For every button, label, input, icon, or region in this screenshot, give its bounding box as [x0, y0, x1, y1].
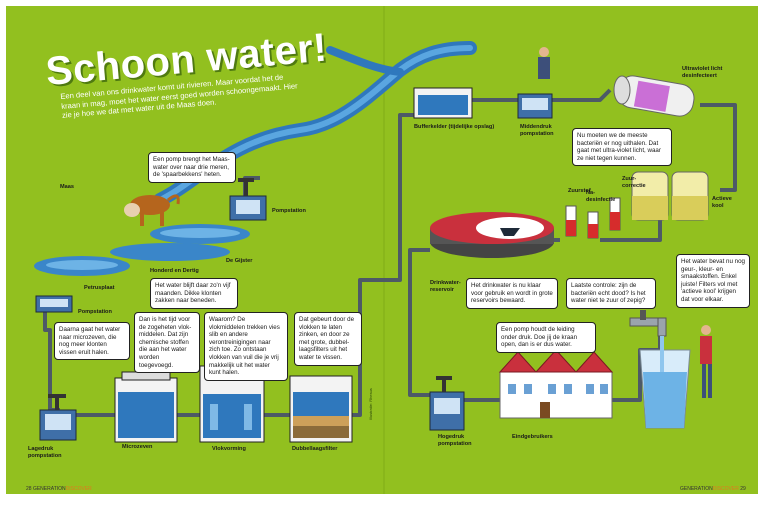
callout-microzeven: Daarna gaat het water naar microzeven, d… — [54, 322, 130, 361]
label-na-desinfectie: Na- desinfectie — [586, 190, 616, 203]
page-number-right: 29 — [740, 486, 746, 492]
callout-filters: Dat gebeurt door de vlokken te laten zin… — [294, 312, 362, 366]
spaarbekkens — [34, 224, 250, 276]
water-glass-icon — [639, 336, 691, 429]
label-bufferkelder: Bufferkelder (tijdelijke opslag) — [414, 124, 495, 130]
dubbellaagsfilter-tank — [289, 375, 353, 443]
label-pompstation-top: Pompstation — [272, 208, 306, 214]
dosing-vials — [565, 197, 621, 239]
callout-spaarbekkens: Het water blijft daar zo'n vijf maanden.… — [150, 278, 238, 309]
reservoir-icon — [430, 212, 554, 258]
label-pompstation-left: Pompstation — [78, 309, 112, 315]
footer-left: 28 GENERATIONDISCOVER — [26, 486, 92, 492]
label-zuurstof: Zuurstof — [568, 188, 591, 194]
label-maas: Maas — [60, 184, 74, 190]
label-honderd-en-dertig: Honderd en Dertig — [150, 268, 199, 274]
microzeven-tank — [114, 371, 178, 443]
callout-reservoir: Het drinkwater is nu klaar voor gebruik … — [466, 278, 558, 309]
callout-bacterien: Nu moeten we de meeste bacteriën er nog … — [572, 128, 672, 167]
label-middendruk: Middendruk pompstation — [520, 124, 554, 137]
label-hogedruk: Hogedruk pompstation — [438, 434, 472, 447]
callout-kraan: Een pomp houdt de leiding onder druk. Do… — [496, 322, 596, 353]
dog-icon — [124, 194, 180, 226]
label-petrusplaat: Petrusplaat — [84, 285, 115, 291]
person-icon — [538, 47, 712, 398]
footer-right: GENERATIONDISCOVER 29 — [680, 486, 746, 492]
label-uv: Ultraviolet licht desinfecteert — [682, 66, 723, 79]
label-zuurcorrectie: Zuur- correctie — [622, 176, 646, 189]
pump-station-top — [229, 178, 267, 221]
label-dubbellaagsfilter: Dubbellaagsfilter — [292, 446, 338, 452]
label-lagedruk: Lagedruk pompstation — [28, 446, 62, 459]
illustration-credit: Illustratie: Rhesus — [368, 388, 373, 420]
brand-discover-left: DISCOVER — [65, 486, 92, 492]
pump-station-petrusplaat — [35, 295, 73, 313]
uv-tube-icon — [613, 75, 695, 117]
callout-kool: Het water bevat nu nog geur-, kleur- en … — [676, 254, 750, 308]
pump-hogedruk — [429, 376, 465, 431]
brand-generation-right: GENERATION — [680, 486, 713, 492]
label-microzeven: Microzeven — [122, 444, 153, 450]
label-eindgebruikers: Eindgebruikers — [512, 434, 553, 440]
pump-lagedruk — [39, 394, 77, 441]
callout-pomp-maas: Een pomp brengt het Maas-water over naar… — [148, 152, 236, 183]
label-drinkwaterreservoir: Drinkwater- reservoir — [430, 280, 461, 293]
pump-middendruk — [517, 93, 553, 119]
actieve-kool-tanks — [631, 171, 709, 221]
label-vlokvorming: Vlokvorming — [212, 446, 246, 452]
callout-chemie: Dan is het tijd voor de zogeheten vlok-m… — [134, 312, 200, 374]
label-actieve-kool: Actieve kool — [712, 196, 732, 209]
house-icon — [498, 349, 614, 419]
bufferkelder — [413, 87, 473, 119]
callout-vlokmiddelen: Waarom? De vlokmiddelen trekken vies sli… — [204, 312, 288, 381]
boat-icon — [500, 228, 520, 236]
page-number-left: 28 — [26, 486, 32, 492]
callout-controle: Laatste controle: zijn de bacteriën echt… — [566, 278, 656, 309]
label-de-gijster: De Gijster — [226, 258, 253, 264]
brand-discover-right: DISCOVER — [712, 486, 739, 492]
brand-generation-left: GENERATION — [32, 486, 66, 492]
